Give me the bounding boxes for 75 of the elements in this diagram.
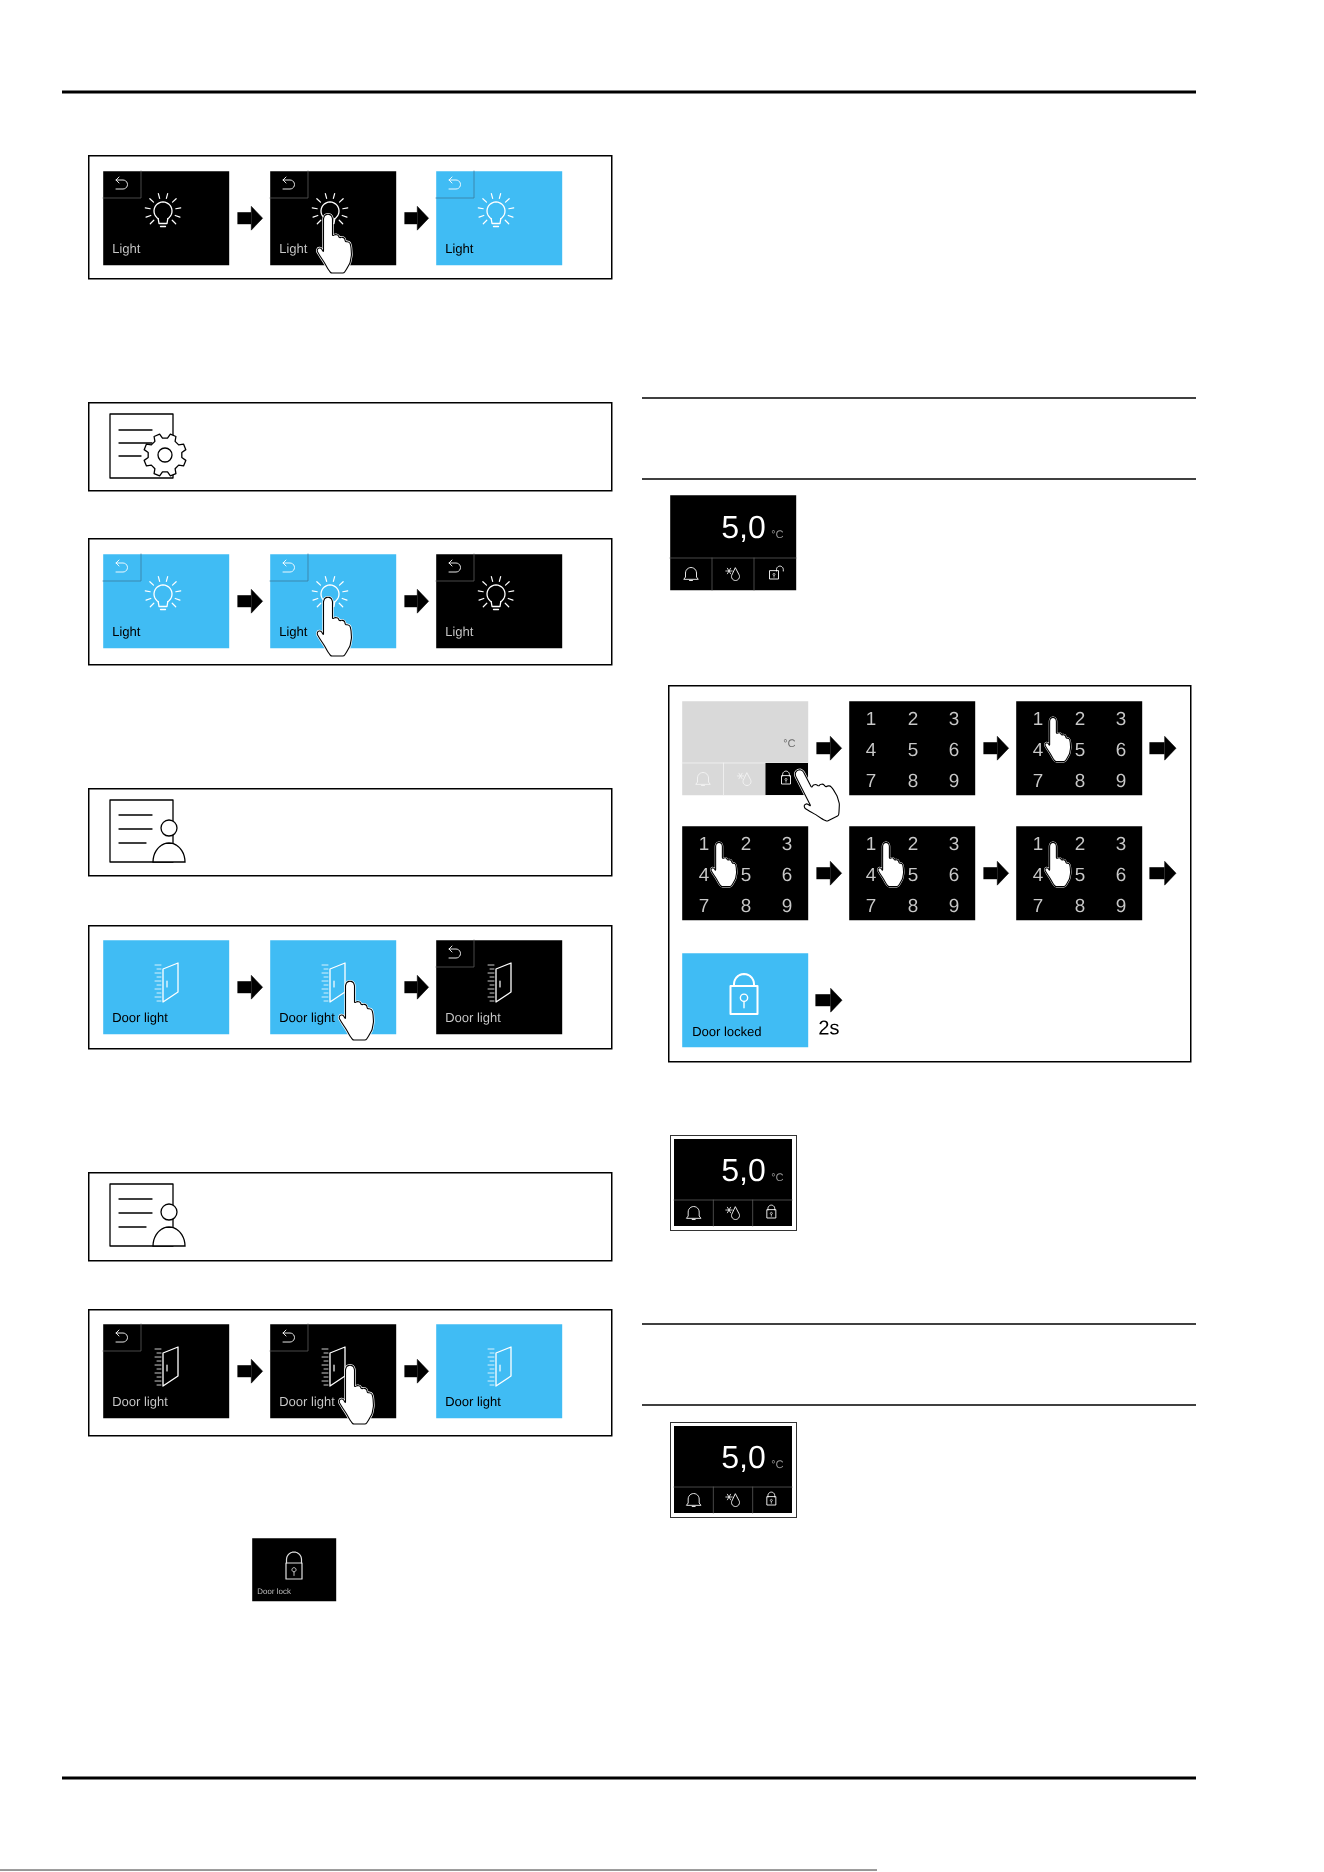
node-label: 3 [949,836,959,851]
arrow [237,975,263,1000]
screen-tile: Light [436,171,563,266]
keypad-screen: 1 2 3 4 5 6 7 8 9 [849,826,976,921]
node-label: 6 [1116,742,1126,757]
screen-tile: Light [103,554,230,649]
arrow [237,589,263,614]
panel-frame [88,1309,613,1437]
node-label: 3 [1116,836,1126,851]
arrow [816,861,842,886]
arrow [983,861,1009,886]
node-label: 6 [782,867,792,882]
keypad-screen: 1 2 3 4 5 6 7 8 9 [682,826,809,921]
node-label: 4 [1033,742,1043,757]
screen-tile: Door light [436,940,563,1035]
node-label: 7 [1033,773,1043,788]
node-label: 2 [741,836,751,851]
node-label: 2 [1075,836,1085,851]
arrow [404,589,429,614]
node-label: 3 [782,836,792,851]
node-label: 5 [741,867,751,882]
node-label: 8 [908,898,918,913]
node-label: 1 [1034,836,1043,851]
node-label: 1 [1034,711,1043,726]
screen-tile: Light [436,554,563,649]
screen-tile: Door light [103,940,230,1035]
screen-tile: Light [103,171,230,266]
node-label: 6 [949,867,959,882]
arrow [983,736,1009,761]
arrow [237,1359,263,1384]
arrow [1149,861,1177,886]
node-label: 8 [1075,898,1085,913]
keypad-screen: 1 2 3 4 5 6 7 8 9 [1016,701,1143,796]
screen-tile: Door light [103,1324,230,1419]
screen-tile: Door locked [682,953,809,1048]
node-label: 5 [908,867,918,882]
screen-tile: Door lock [252,1538,337,1602]
temperature-display: 5,0 °C [670,1422,797,1518]
node-label: 1 [700,836,709,851]
arrow [1149,736,1177,761]
keypad-screen: 1 2 3 4 5 6 7 8 9 [1016,826,1143,921]
node-label: 5 [1075,742,1085,757]
node-label: 4 [699,867,709,882]
panel-frame [88,155,613,280]
node-label: 2 [1075,711,1085,726]
node-label: 6 [1116,867,1126,882]
node-label: 3 [1116,711,1126,726]
node-label: 9 [782,898,792,913]
arrow [816,736,842,761]
node-label: 4 [1033,867,1043,882]
temperature-display: 5,0 °C [670,1135,797,1231]
arrow [404,1359,429,1384]
node-label: 8 [741,898,751,913]
temperature-display: 5,0 °C [669,495,797,591]
node-label: 7 [866,898,876,913]
node-label: 4 [866,867,876,882]
screen-tile: Door light [436,1324,563,1419]
node-label: 5 [1075,867,1085,882]
node-label: 9 [1116,898,1126,913]
node-label: 8 [1075,773,1085,788]
panel-frame [668,685,1192,1063]
arrow [404,975,429,1000]
node-label: 7 [1033,898,1043,913]
panel-frame [88,538,613,666]
panel-frame [88,925,613,1050]
node-label: 7 [699,898,709,913]
arrow [815,988,843,1013]
keypad-screen: 1 2 3 4 5 6 7 8 9 [849,701,976,796]
node-label: 2 [908,836,918,851]
node-label: 9 [949,898,959,913]
node-label: 9 [1116,773,1126,788]
arrow [237,206,263,231]
arrow [404,206,429,231]
node-label: 1 [867,836,876,851]
edge-label: 2s [819,1020,839,1035]
